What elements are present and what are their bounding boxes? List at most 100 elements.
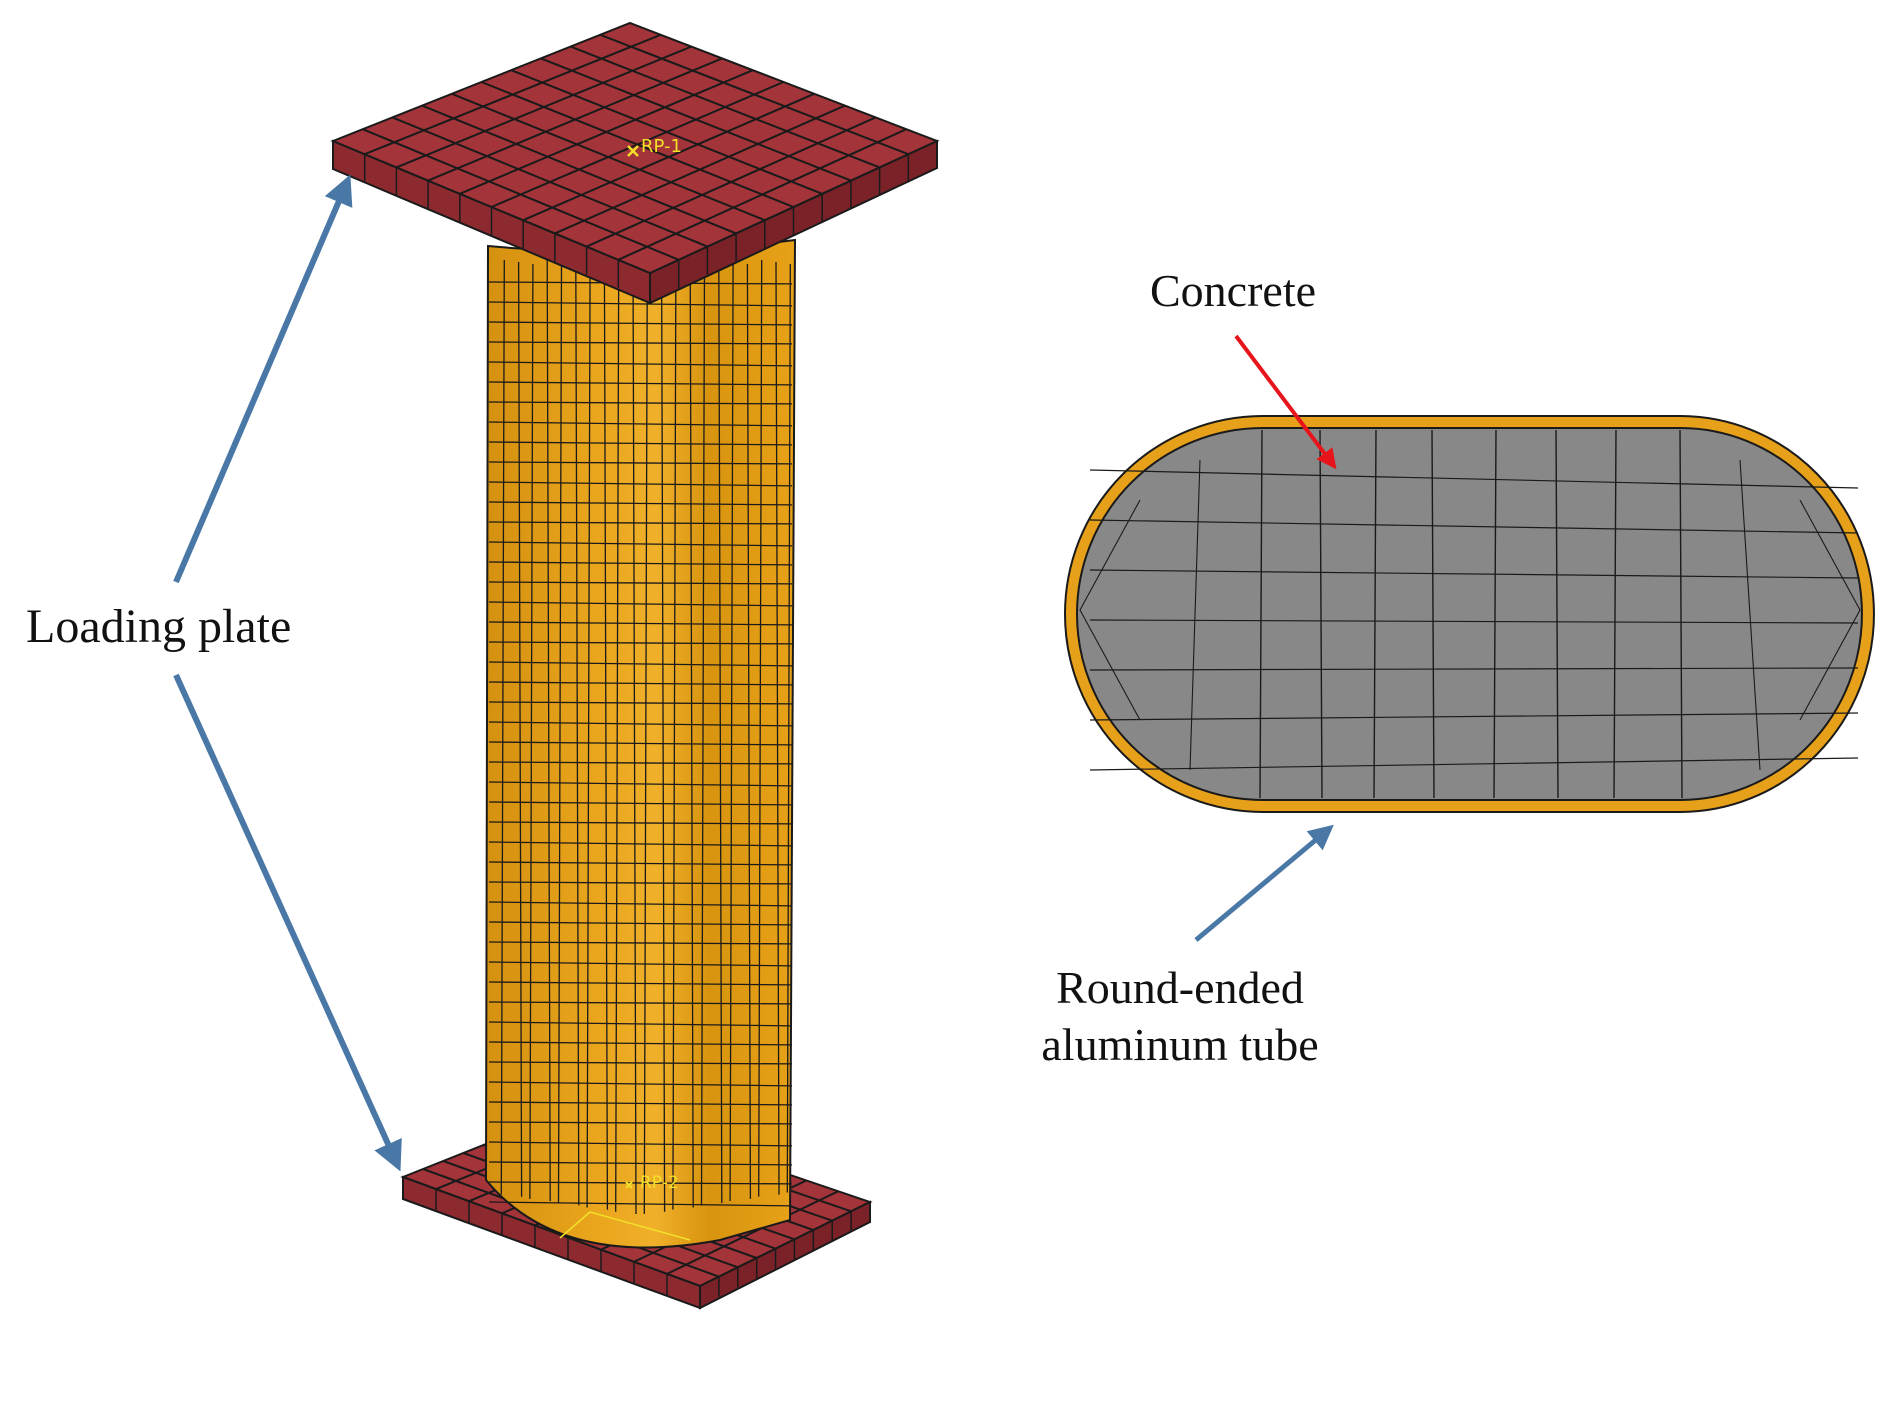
mesh-line bbox=[746, 263, 752, 1199]
mesh-line bbox=[488, 1021, 793, 1027]
mesh-line bbox=[632, 259, 637, 1214]
mesh-line bbox=[672, 259, 677, 1210]
mesh-line bbox=[758, 259, 763, 1197]
concrete-core bbox=[1076, 427, 1863, 801]
mesh-line bbox=[488, 441, 793, 446]
mesh-line bbox=[1799, 609, 1861, 721]
mesh-line bbox=[488, 741, 793, 746]
mesh-line bbox=[488, 981, 793, 986]
mesh-line bbox=[488, 701, 793, 705]
mesh-line bbox=[488, 341, 793, 345]
mesh-line bbox=[481, 81, 794, 208]
mesh-line bbox=[660, 263, 666, 1212]
mesh-line bbox=[575, 263, 580, 1206]
mesh-line bbox=[643, 261, 648, 1214]
cross-section-mesh bbox=[1079, 429, 1861, 799]
mesh-line bbox=[488, 1181, 793, 1185]
column-3d-model: RP-2 RP-1 bbox=[330, 21, 940, 1310]
mesh-line bbox=[451, 92, 766, 222]
mesh-line bbox=[488, 321, 793, 326]
mesh-line bbox=[615, 263, 620, 1212]
rp-top-label: RP-1 bbox=[641, 136, 682, 157]
mesh-line bbox=[488, 1161, 793, 1166]
mesh-line bbox=[488, 861, 793, 866]
mesh-line bbox=[488, 621, 793, 626]
mesh-line bbox=[546, 259, 551, 1202]
mesh-line bbox=[488, 1001, 793, 1005]
mesh-line bbox=[488, 941, 793, 945]
mesh-line bbox=[488, 581, 793, 585]
mesh-line bbox=[718, 259, 723, 1204]
loading-plate-annotation: Loading plate bbox=[26, 174, 402, 1172]
mesh-line bbox=[488, 801, 793, 806]
mesh-line bbox=[488, 661, 793, 667]
mesh-line bbox=[362, 128, 680, 261]
column-mesh bbox=[488, 259, 793, 1214]
mesh-line bbox=[488, 721, 793, 727]
mesh-line bbox=[1089, 469, 1859, 489]
tube-label-line1: Round-ended bbox=[1056, 962, 1304, 1013]
arrow-to-bottom-plate bbox=[173, 673, 402, 1172]
mesh-line bbox=[1089, 569, 1859, 579]
mesh-line bbox=[586, 259, 591, 1208]
mesh-line bbox=[488, 1121, 793, 1125]
mesh-line bbox=[557, 261, 563, 1204]
mesh-line bbox=[786, 263, 791, 1193]
mesh-line bbox=[500, 259, 505, 1195]
mesh-line bbox=[1679, 429, 1683, 799]
mesh-line bbox=[488, 541, 793, 547]
mesh-line bbox=[488, 521, 793, 525]
mesh-line bbox=[488, 461, 793, 465]
mesh-line bbox=[1089, 667, 1859, 671]
cross-section bbox=[1064, 415, 1875, 813]
mesh-line bbox=[603, 261, 609, 1210]
mesh-line bbox=[1493, 429, 1497, 799]
mesh-line bbox=[488, 401, 793, 405]
mesh-line bbox=[421, 104, 737, 235]
top-loading-plate bbox=[330, 21, 940, 305]
mesh-line bbox=[1089, 519, 1859, 534]
mesh-line bbox=[1799, 499, 1861, 611]
mesh-line bbox=[488, 641, 793, 645]
mesh-line bbox=[488, 1201, 793, 1207]
top-plate-mesh bbox=[362, 33, 910, 288]
mesh-line bbox=[775, 261, 780, 1195]
mesh-line bbox=[488, 781, 793, 787]
mesh-line bbox=[488, 1141, 793, 1147]
aluminum-tube-column bbox=[484, 238, 797, 1249]
mesh-line bbox=[488, 1061, 793, 1065]
mesh-line bbox=[1089, 712, 1859, 721]
mesh-line bbox=[488, 421, 793, 427]
mesh-line bbox=[488, 841, 793, 847]
mesh-line bbox=[488, 601, 793, 607]
mesh-line bbox=[700, 263, 706, 1206]
arrow-to-tube bbox=[1194, 824, 1334, 942]
mesh-line bbox=[392, 116, 708, 248]
mesh-line bbox=[488, 301, 793, 307]
mesh-line bbox=[570, 45, 880, 169]
mesh-line bbox=[1613, 429, 1617, 799]
arrow-to-concrete bbox=[1234, 334, 1337, 470]
mesh-line bbox=[488, 881, 793, 885]
mesh-line bbox=[666, 1190, 839, 1275]
mesh-line bbox=[1555, 429, 1559, 799]
mesh-line bbox=[488, 961, 793, 967]
mesh-line bbox=[540, 57, 852, 182]
mesh-line bbox=[1431, 429, 1435, 799]
rp-top-marker: RP-1 bbox=[627, 136, 682, 157]
mesh-line bbox=[488, 761, 793, 765]
mesh-line bbox=[1089, 757, 1859, 771]
mesh-line bbox=[1373, 429, 1377, 799]
mesh-line bbox=[488, 561, 793, 566]
mesh-line bbox=[529, 263, 534, 1199]
mesh-line bbox=[510, 69, 823, 195]
mesh-line bbox=[1319, 429, 1323, 799]
mesh-line bbox=[488, 821, 793, 825]
loading-plate-label: Loading plate bbox=[26, 600, 291, 653]
mesh-line bbox=[488, 481, 793, 487]
mesh-line bbox=[488, 921, 793, 926]
mesh-line bbox=[488, 381, 793, 386]
mesh-line bbox=[689, 261, 694, 1208]
mesh-line bbox=[488, 1041, 793, 1046]
